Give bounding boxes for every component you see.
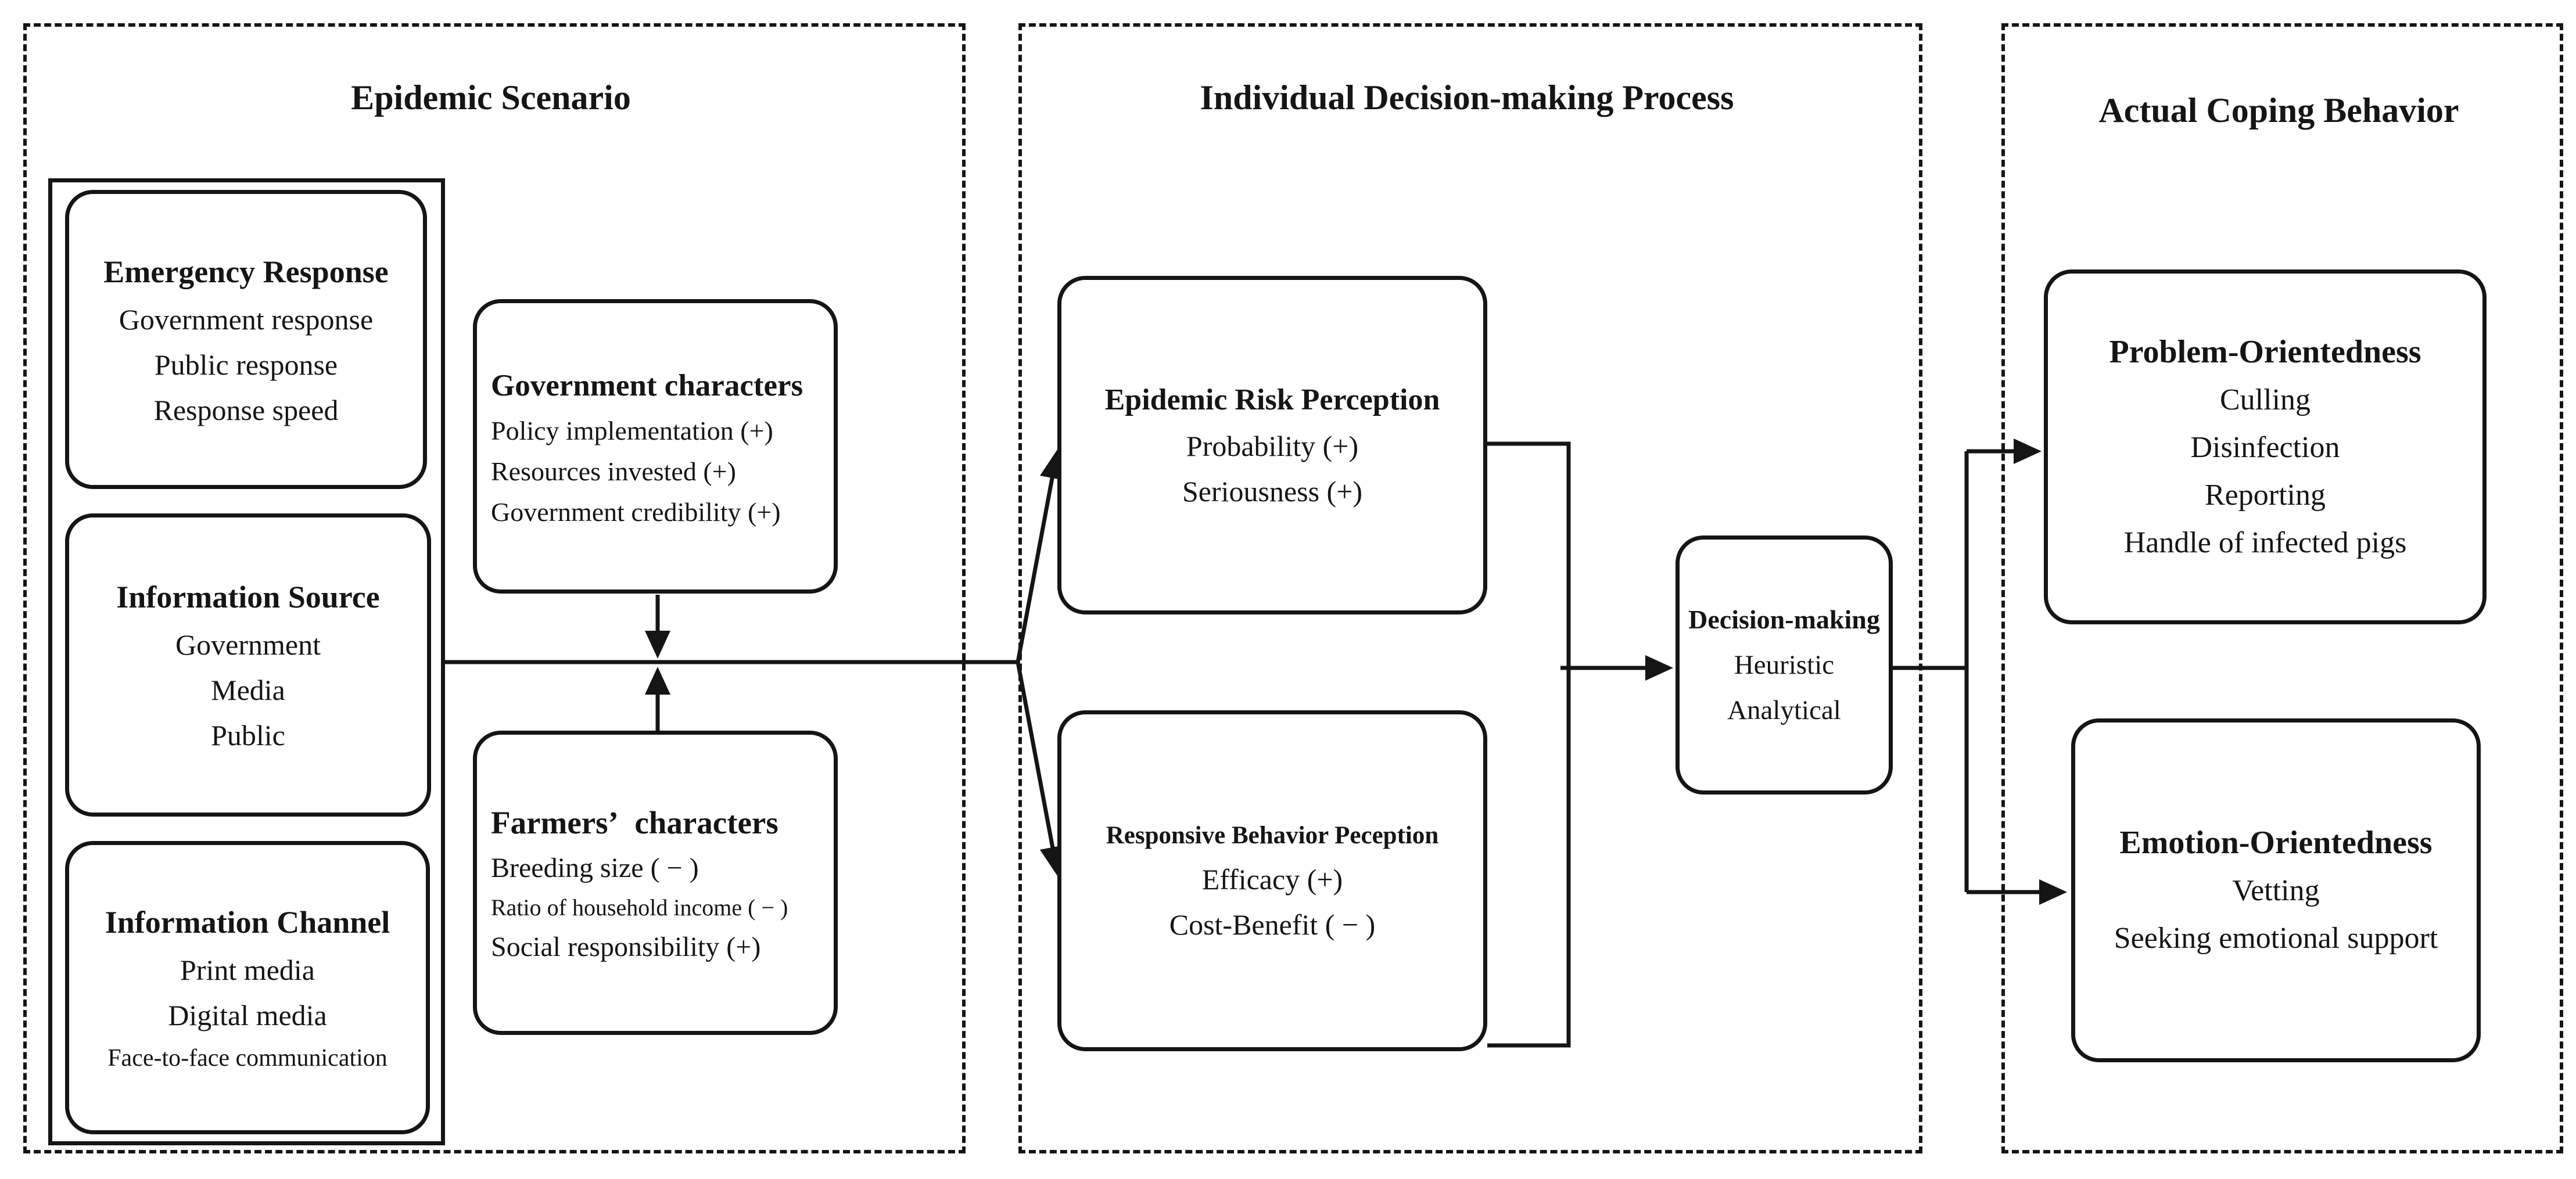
box-line: Heuristic [1734, 650, 1835, 680]
box-line: Seeking emotional support [2114, 922, 2438, 955]
box-responsive-behavior-perception: Responsive Behavior Peception Efficacy (… [1057, 710, 1487, 1051]
box-line: Cost-Benefit ( − ) [1169, 908, 1376, 941]
box-information-channel: Information Channel Print media Digital … [65, 841, 430, 1134]
box-line: Public [211, 719, 285, 752]
box-line: Government [175, 628, 321, 661]
box-heading: Information Source [116, 580, 380, 614]
box-problem-orientedness: Problem-Orientedness Culling Disinfectio… [2044, 269, 2487, 624]
box-farmers-characters: Farmers’ characters Breeding size ( − ) … [473, 731, 838, 1035]
panel-coping-behavior [2001, 23, 2563, 1153]
box-heading: Farmers’ characters [491, 805, 778, 840]
box-epidemic-risk-perception: Epidemic Risk Perception Probability (+)… [1057, 276, 1487, 614]
box-line: Analytical [1727, 695, 1841, 725]
box-line: Resources invested (+) [491, 456, 736, 486]
panel-title-decision-process: Individual Decision-making Process [1200, 78, 1734, 117]
box-line: Ratio of household income ( − ) [491, 894, 788, 921]
scenario-variables-group-frame [48, 178, 445, 1145]
box-line: Government credibility (+) [491, 497, 781, 527]
box-line: Reporting [2205, 478, 2326, 512]
box-heading: Responsive Behavior Peception [1106, 821, 1439, 849]
panel-epidemic-scenario [23, 23, 966, 1153]
panel-title-coping-behavior: Actual Coping Behavior [2098, 91, 2459, 130]
box-heading: Information Channel [105, 904, 390, 940]
box-decision-making: Decision-making Heuristic Analytical [1676, 535, 1893, 795]
box-line: Digital media [168, 998, 327, 1031]
box-line: Face-to-face communication [107, 1044, 388, 1072]
box-line: Efficacy (+) [1201, 862, 1343, 896]
box-line: Culling [2219, 383, 2311, 416]
box-line: Policy implementation (+) [491, 415, 773, 445]
box-heading: Decision-making [1688, 605, 1880, 634]
box-heading: Problem-Orientedness [2109, 333, 2421, 370]
box-emergency-response: Emergency Response Government response P… [65, 190, 427, 489]
box-line: Probability (+) [1186, 429, 1359, 462]
box-heading: Emotion-Orientedness [2119, 825, 2433, 861]
box-line: Social responsibility (+) [491, 932, 761, 962]
box-emotion-orientedness: Emotion-Orientedness Vetting Seeking emo… [2071, 718, 2481, 1062]
box-line: Vetting [2232, 874, 2320, 907]
box-heading: Epidemic Risk Perception [1104, 383, 1440, 416]
box-line: Breeding size ( − ) [491, 853, 699, 883]
box-line: Media [211, 674, 285, 706]
box-line: Print media [180, 953, 315, 986]
box-line: Handle of infected pigs [2123, 526, 2407, 559]
box-heading: Government characters [491, 368, 803, 402]
panel-title-epidemic-scenario: Epidemic Scenario [351, 78, 631, 117]
box-line: Seriousness (+) [1182, 475, 1363, 508]
box-information-source: Information Source Government Media Publ… [65, 513, 431, 817]
box-line: Disinfection [2190, 430, 2340, 464]
box-line: Public response [154, 348, 338, 381]
box-heading: Emergency Response [103, 254, 389, 289]
box-line: Government response [119, 303, 374, 336]
box-line: Response speed [153, 393, 339, 426]
box-government-characters: Government characters Policy implementat… [473, 299, 838, 594]
